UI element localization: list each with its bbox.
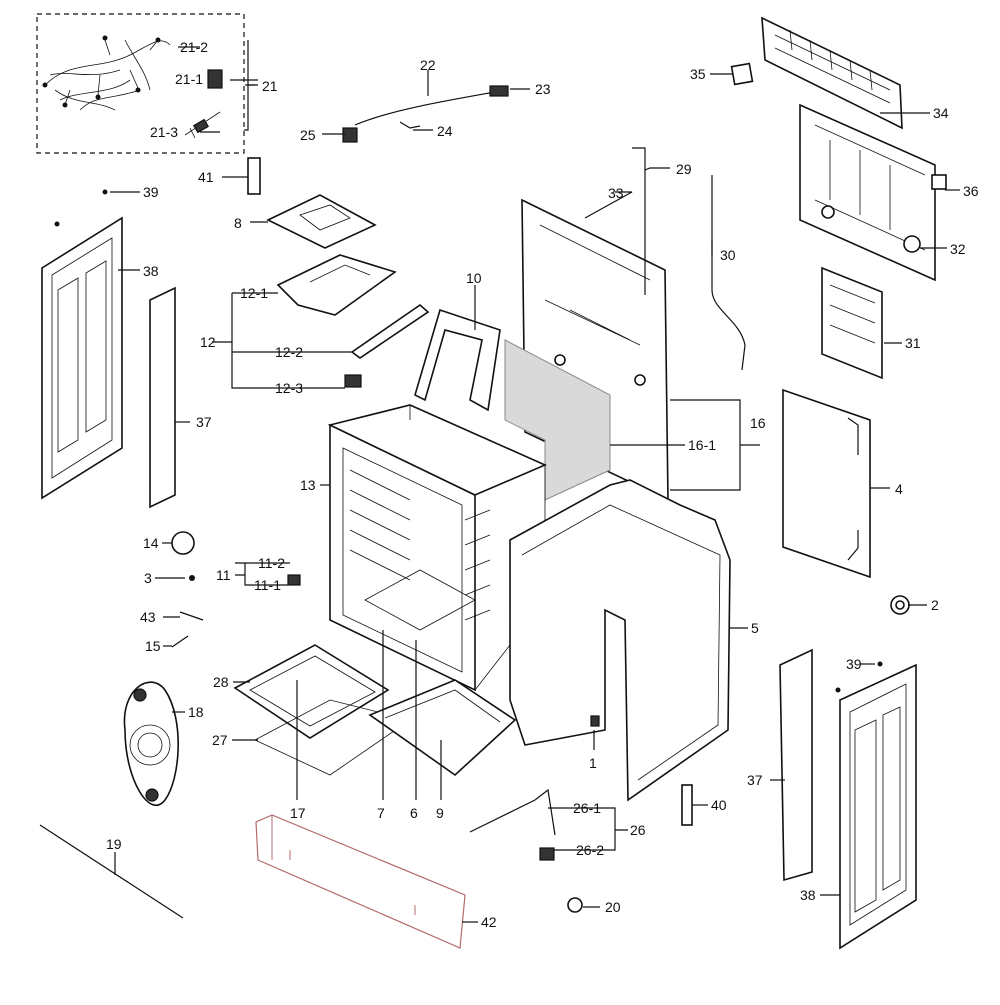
label-21-1: 21-1 [175, 71, 203, 87]
label-36: 36 [963, 183, 979, 199]
label-43: 43 [140, 609, 156, 625]
label-25: 25 [300, 127, 316, 143]
label-20: 20 [605, 899, 621, 915]
label-1: 1 [589, 755, 597, 771]
label-26-1: 26-1 [573, 800, 601, 816]
trim-strip-right [779, 648, 813, 882]
label-18: 18 [188, 704, 204, 720]
sensor-wire-part [342, 85, 509, 143]
label-21: 21 [262, 78, 278, 94]
label-15: 15 [145, 638, 161, 654]
label-39-right: 39 [846, 656, 862, 672]
label-39-top: 39 [143, 184, 159, 200]
kick-panel-42 [255, 814, 466, 949]
clip-12-3 [344, 374, 362, 388]
label-21-2: 21-2 [180, 39, 208, 55]
label-9: 9 [436, 805, 444, 821]
line-19 [39, 824, 184, 919]
label-31: 31 [905, 335, 921, 351]
label-12-3: 12-3 [275, 380, 303, 396]
tube-30 [711, 175, 746, 371]
label-35: 35 [690, 66, 706, 82]
label-22: 22 [420, 57, 436, 73]
drawer-9 [368, 679, 517, 777]
label-38-left: 38 [143, 263, 159, 279]
label-28: 28 [213, 674, 229, 690]
label-26: 26 [630, 822, 646, 838]
label-3: 3 [144, 570, 152, 586]
label-12-2: 12-2 [275, 344, 303, 360]
duct-12-1 [276, 254, 397, 316]
label-37-left: 37 [196, 414, 212, 430]
bracket-12-2 [350, 303, 430, 359]
part-11 [287, 574, 301, 586]
label-34: 34 [933, 105, 949, 121]
label-11: 11 [216, 567, 231, 583]
label-11-2: 11-2 [258, 555, 285, 571]
part-20 [567, 897, 583, 913]
bracket-41 [247, 157, 261, 195]
label-5: 5 [751, 620, 759, 636]
label-38-right: 38 [800, 887, 816, 903]
label-14: 14 [143, 535, 159, 551]
label-8: 8 [234, 215, 242, 231]
trim-strip-left [149, 286, 176, 509]
tray-28 [233, 644, 390, 739]
cover-10 [414, 308, 501, 412]
label-21-3: 21-3 [150, 124, 178, 140]
rear-panels-part [730, 16, 947, 380]
label-30: 30 [720, 247, 736, 263]
part-labels: 21-2 21-1 21 21-3 22 23 24 25 35 34 36 3… [106, 39, 979, 930]
plate-8 [266, 194, 377, 249]
label-40: 40 [711, 797, 727, 813]
side-panel-left [41, 216, 123, 500]
label-37-right: 37 [747, 772, 763, 788]
wire-harness-group [36, 13, 245, 154]
screw-39-top [102, 189, 108, 195]
label-6: 6 [410, 805, 418, 821]
label-27: 27 [212, 732, 228, 748]
label-24: 24 [437, 123, 453, 139]
oven-cavity-part [327, 404, 547, 692]
bracket-26 [469, 788, 556, 836]
label-11-1: 11-1 [254, 577, 281, 593]
part-40 [681, 784, 693, 826]
label-12-1: 12-1 [240, 285, 268, 301]
label-16: 16 [750, 415, 766, 431]
label-33: 33 [608, 185, 624, 201]
heating-element-18 [123, 681, 179, 807]
label-41: 41 [198, 169, 214, 185]
outer-wrap-part [509, 479, 731, 802]
knob-14 [171, 531, 195, 555]
label-42: 42 [481, 914, 497, 930]
tube-29 [632, 147, 646, 295]
label-7: 7 [377, 805, 385, 821]
label-32: 32 [950, 241, 966, 257]
label-2: 2 [931, 597, 939, 613]
label-10: 10 [466, 270, 482, 286]
label-29: 29 [676, 161, 692, 177]
label-26-2: 26-2 [576, 842, 604, 858]
side-panel-right [839, 663, 917, 950]
label-12: 12 [200, 334, 216, 350]
label-13: 13 [300, 477, 316, 493]
label-23: 23 [535, 81, 551, 97]
label-4: 4 [895, 481, 903, 497]
label-17: 17 [290, 805, 306, 821]
panel-4 [782, 388, 871, 579]
label-16-1: 16-1 [688, 437, 716, 453]
label-19: 19 [106, 836, 122, 852]
